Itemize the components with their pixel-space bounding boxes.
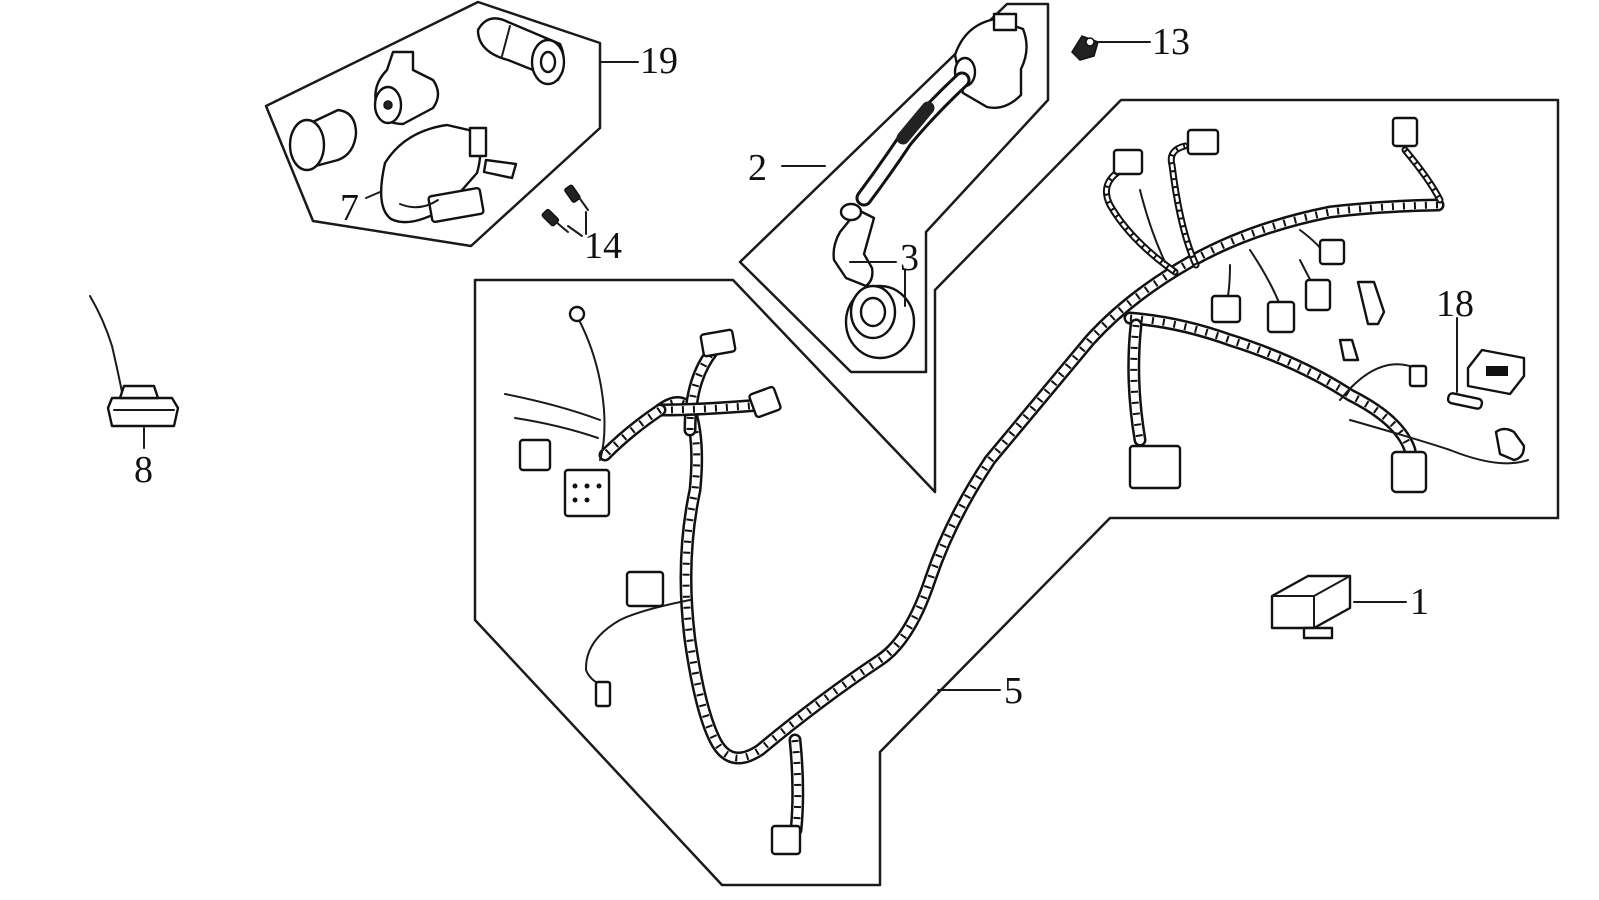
wire-harness-frame (473, 98, 1560, 887)
callout-2: 2 (748, 147, 767, 189)
spark-plug-cap-seal (844, 284, 916, 360)
callout-8: 8 (134, 449, 153, 491)
callout-1: 1 (1410, 581, 1429, 623)
screw-14-upper (564, 184, 589, 211)
ignition-coil-body (953, 12, 1028, 109)
callout-14: 14 (584, 225, 622, 267)
connector-cover-1 (1270, 574, 1352, 640)
callout-18: 18 (1436, 283, 1474, 325)
harness-connectors (518, 116, 1526, 856)
callout-19: 19 (640, 40, 678, 82)
lock-cam-part (373, 50, 440, 126)
fuse-18 (1446, 392, 1484, 410)
ignition-coil-frame (738, 2, 1050, 374)
callout-13: 13 (1152, 21, 1190, 63)
high-tension-lead (855, 71, 971, 207)
sensor-8 (89, 295, 180, 428)
callout-5: 5 (1004, 670, 1023, 712)
ignition-switch-body (379, 123, 518, 224)
key-lock-cylinder-top (476, 17, 566, 86)
fuse-holder (1466, 348, 1526, 396)
screw-14-lower (541, 208, 569, 233)
callout-3: 3 (900, 237, 919, 279)
ignition-switch-set-frame (264, 0, 602, 248)
spark-plug-cap (832, 202, 876, 288)
clip-13 (1071, 35, 1099, 61)
main-wire-harness (504, 142, 1529, 837)
callout-7: 7 (340, 187, 359, 229)
lock-cap-part (288, 108, 358, 172)
leader-lines (143, 41, 1458, 691)
